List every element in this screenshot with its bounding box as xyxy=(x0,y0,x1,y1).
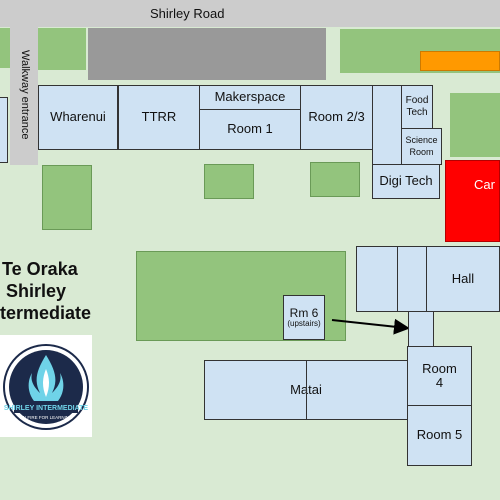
room-makerspace[interactable]: Makerspace xyxy=(199,85,301,110)
room-science[interactable]: Science Room xyxy=(401,128,442,165)
building-block-right[interactable] xyxy=(372,85,402,165)
room-food-tech[interactable]: Food Tech xyxy=(401,85,433,129)
logo-text: SHIRLEY INTERMEDIATE xyxy=(4,405,88,412)
car-park-label: Car xyxy=(474,177,495,192)
green-small-right xyxy=(310,162,360,197)
walkway xyxy=(10,27,38,165)
room-4-label-1: Room xyxy=(422,360,457,376)
food-tech-label-2: Tech xyxy=(406,107,428,118)
food-tech-label-1: Food xyxy=(405,94,429,106)
room-1[interactable]: Room 1 xyxy=(199,109,301,150)
car-park[interactable] xyxy=(445,160,500,242)
room-6-label: Rm 6 xyxy=(289,305,319,320)
green-small-left xyxy=(42,165,92,230)
room-wharenui[interactable]: Wharenui xyxy=(38,85,118,150)
room-left-edge[interactable] xyxy=(0,97,8,163)
building-hall-b[interactable] xyxy=(397,246,427,312)
room-6-note: (upstairs) xyxy=(287,318,321,328)
school-logo: SHIRLEY INTERMEDIATE ON FIRE FOR LEARNIN… xyxy=(0,335,92,437)
shirley-road xyxy=(0,0,500,27)
logo-emblem: SHIRLEY INTERMEDIATE ON FIRE FOR LEARNIN… xyxy=(3,344,89,430)
room-hall[interactable]: Hall xyxy=(426,246,500,312)
science-label-2: Room xyxy=(409,146,434,157)
matai-divider xyxy=(306,360,307,420)
room-6[interactable]: Rm 6 (upstairs) xyxy=(283,295,325,340)
green-small-mid xyxy=(204,164,254,199)
road-label-shirley: Shirley Road xyxy=(150,6,225,21)
school-name: Te Oraka Shirley termediate xyxy=(0,258,100,324)
corridor[interactable] xyxy=(408,311,434,347)
room-4[interactable]: Room 4 xyxy=(407,346,472,406)
room-ttrr[interactable]: TTRR xyxy=(118,85,200,150)
room-digi-tech[interactable]: Digi Tech xyxy=(372,164,440,199)
building-hall-a[interactable] xyxy=(356,246,398,312)
parking-lot xyxy=(88,28,326,80)
school-name-line-1: Te Oraka xyxy=(2,259,78,279)
school-name-line-3: termediate xyxy=(0,303,92,323)
logo-motto: ON FIRE FOR LEARNING xyxy=(19,415,73,420)
room-4-label-2: 4 xyxy=(435,375,444,390)
green-top-left xyxy=(0,28,10,68)
school-name-line-2: Shirley xyxy=(6,281,67,301)
room-2-3[interactable]: Room 2/3 xyxy=(300,85,373,150)
room-5[interactable]: Room 5 xyxy=(407,405,472,466)
green-top-mid xyxy=(38,28,86,70)
green-right xyxy=(450,93,500,157)
science-label-1: Science xyxy=(405,135,438,146)
